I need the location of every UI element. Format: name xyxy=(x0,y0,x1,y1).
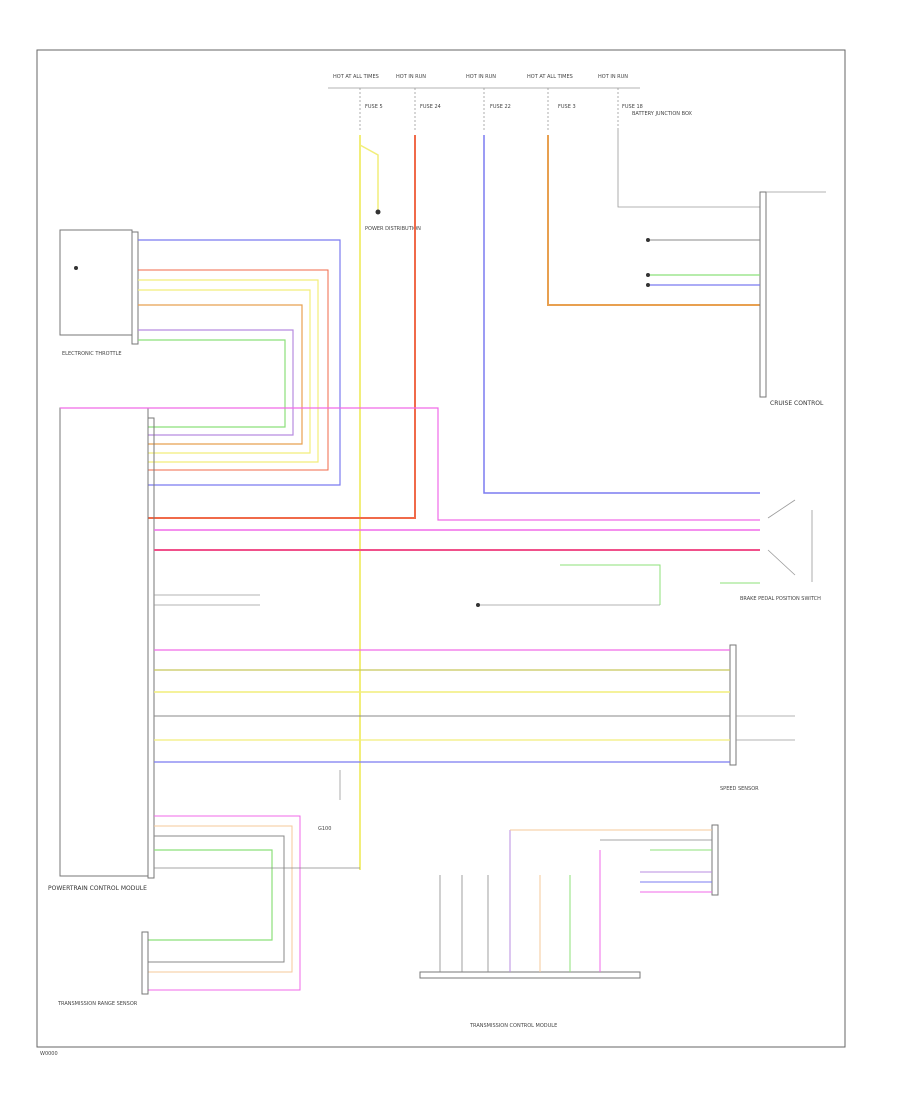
ground-symbol: G100 xyxy=(318,770,341,832)
range-sensor-connector xyxy=(141,931,149,995)
tps-green-wire xyxy=(138,339,286,428)
cruise-module-label: CRUISE CONTROL xyxy=(770,400,824,407)
cruise-splice-2 xyxy=(646,273,650,277)
fuse-label-4: FUSE 3 xyxy=(558,104,576,110)
ground-label: G100 xyxy=(318,826,331,832)
fuse-drops xyxy=(359,88,619,130)
mid-splice xyxy=(476,603,480,607)
fuse-label-3: FUSE 22 xyxy=(490,104,511,110)
fuse-hot-label-1: HOT AT ALL TIMES xyxy=(333,74,379,80)
range-sensor-label: TRANSMISSION RANGE SENSOR xyxy=(57,1001,138,1007)
pink-wire-top xyxy=(60,407,760,521)
lower-green-wire xyxy=(148,849,273,941)
power-distribution-label: POWER DISTRIBUTION xyxy=(365,226,421,232)
tps-yellow-wire-2 xyxy=(138,289,311,454)
tps-blue-wire xyxy=(138,239,341,486)
throttle-sensor-box xyxy=(59,229,133,336)
pcm-label: POWERTRAIN CONTROL MODULE xyxy=(48,885,147,892)
fuse-hot-label-5: HOT IN RUN xyxy=(598,74,628,80)
brake-green-wire xyxy=(560,564,661,605)
lower-orange-wire xyxy=(148,825,293,973)
pcm-module xyxy=(59,407,149,877)
speed-sensor-label: SPEED SENSOR xyxy=(720,786,759,792)
throttle-sensor-connector xyxy=(131,231,139,345)
brake-switch-label: BRAKE PEDAL POSITION SWITCH xyxy=(740,596,821,602)
tps-red-wire xyxy=(138,269,329,471)
blue-wire-long xyxy=(483,135,760,494)
pcm-connector-strip xyxy=(147,417,155,879)
right-bus-connector xyxy=(729,644,737,766)
lower-gray-wire xyxy=(148,835,285,963)
cruise-splice-1 xyxy=(646,238,650,242)
footer-code: W0000 xyxy=(40,1051,58,1057)
fuse-label-2: FUSE 24 xyxy=(420,104,441,110)
fuse-label-1: FUSE 5 xyxy=(365,104,383,110)
brake-switch-lever-2 xyxy=(767,549,796,576)
fuse-hot-label-2: HOT IN RUN xyxy=(396,74,426,80)
orange-wire-fuse-3 xyxy=(547,135,760,306)
lower-pink-wire xyxy=(148,815,301,991)
throttle-sensor-dot xyxy=(74,266,78,270)
tps-purple-wire xyxy=(138,329,294,436)
cruise-module-connector xyxy=(759,191,767,398)
diagram-frame xyxy=(36,49,846,1048)
cruise-splice-3 xyxy=(646,283,650,287)
tps-orange-wire xyxy=(138,304,303,445)
battery-junction-box-label: BATTERY JUNCTION BOX xyxy=(632,111,693,117)
red-wire xyxy=(148,135,416,519)
splice-point xyxy=(375,209,381,215)
fuse-18-line xyxy=(617,130,760,208)
fuse-labels: HOT AT ALL TIMES HOT IN RUN HOT IN RUN H… xyxy=(333,74,643,110)
tcm-label: TRANSMISSION CONTROL MODULE xyxy=(469,1023,557,1029)
throttle-sensor-label: ELECTRONIC THROTTLE xyxy=(62,351,122,357)
battery-junction-label: BATTERY JUNCTION BOX xyxy=(632,111,693,117)
brake-switch-lever-1 xyxy=(767,499,796,519)
fuse-hot-label-3: HOT IN RUN xyxy=(466,74,496,80)
aux-connector xyxy=(711,824,719,896)
tps-yellow-wire-1 xyxy=(138,279,319,463)
brake-switch: BRAKE PEDAL POSITION SWITCH xyxy=(740,499,821,602)
yellow-wire-hook xyxy=(359,144,379,210)
tcm-connector xyxy=(419,971,641,979)
fuse-hot-label-4: HOT AT ALL TIMES xyxy=(527,74,573,80)
fuse-label-5: FUSE 18 xyxy=(622,104,643,110)
